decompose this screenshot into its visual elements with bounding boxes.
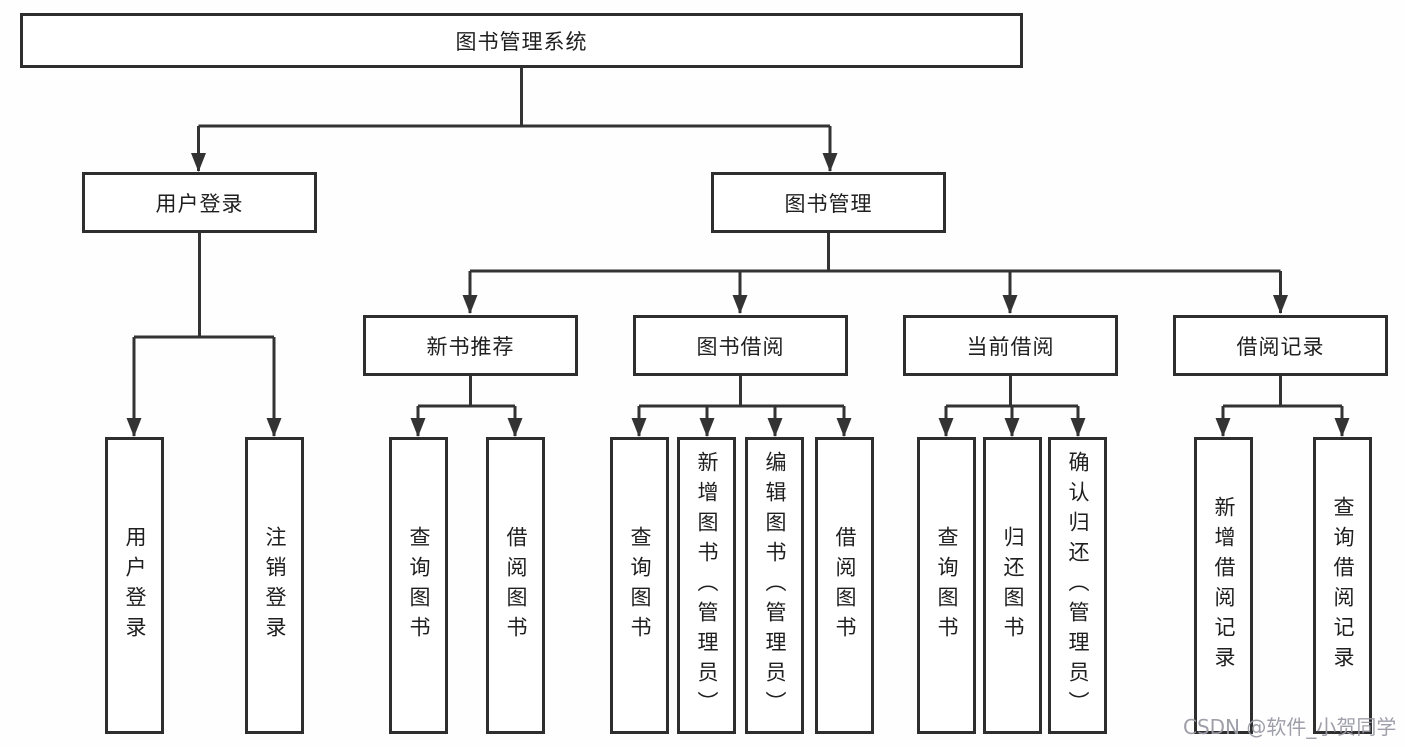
node-book-management: 图书管理: [711, 172, 946, 233]
leaf-confirm-return-admin: 确认归还（管理员）: [1048, 437, 1107, 734]
leaf-edit-book-admin: 编辑图书（管理员）: [745, 437, 804, 734]
node-user-login: 用户登录: [82, 172, 317, 233]
leaf-borrow-books-borrowing: 借阅图书: [815, 437, 874, 734]
leaf-user-login: 用户登录: [105, 437, 164, 734]
leaf-query-borrow-record: 查询借阅记录: [1313, 437, 1372, 734]
watermark-text: CSDN @软件_小贺同学: [1183, 715, 1397, 739]
leaf-query-books-current: 查询图书: [917, 437, 976, 734]
leaf-query-books-borrowing: 查询图书: [610, 437, 669, 734]
node-new-book-recommendation: 新书推荐: [363, 315, 578, 376]
leaf-query-books-recommend: 查询图书: [389, 437, 448, 734]
node-book-borrowing: 图书借阅: [633, 315, 848, 376]
node-current-borrowing: 当前借阅: [903, 315, 1118, 376]
leaf-return-book: 归还图书: [983, 437, 1042, 734]
leaf-logout: 注销登录: [245, 437, 304, 734]
leaf-add-book-admin: 新增图书（管理员）: [677, 437, 736, 734]
leaf-add-borrow-record: 新增借阅记录: [1194, 437, 1253, 734]
node-borrowing-records: 借阅记录: [1173, 315, 1388, 376]
leaf-borrow-books-recommend: 借阅图书: [486, 437, 545, 734]
node-library-management-system: 图书管理系统: [20, 13, 1023, 68]
branch-lines: [134, 68, 1342, 408]
